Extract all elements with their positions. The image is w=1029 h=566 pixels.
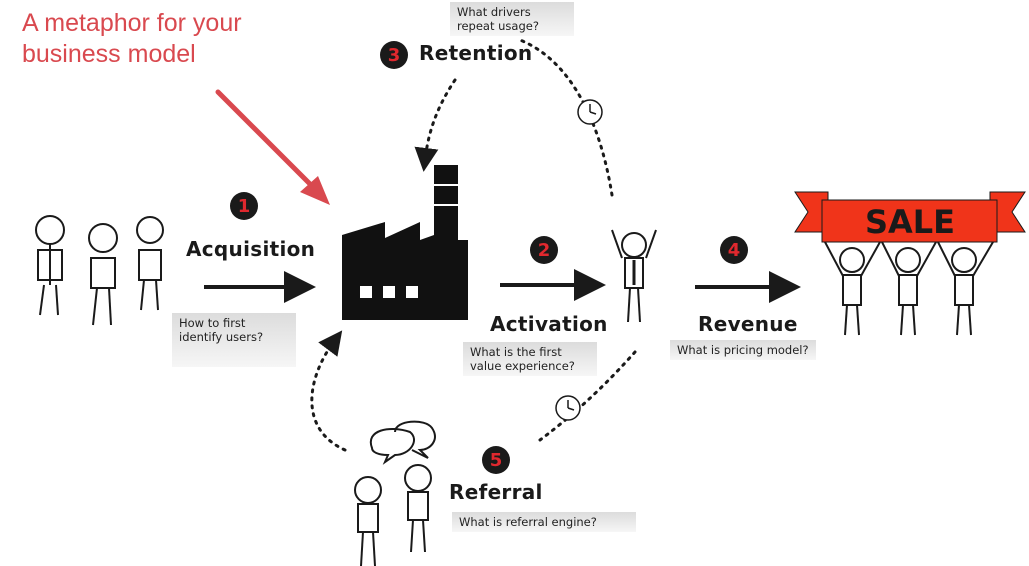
users-group-icon xyxy=(35,215,164,326)
question-box-activation: What is the first value experience? xyxy=(463,342,597,376)
referral-return-path xyxy=(310,330,347,452)
question-box-revenue: What is pricing model? xyxy=(670,340,816,360)
question-text: What is referral engine? xyxy=(459,515,597,529)
stage-badge-5: 5 xyxy=(482,446,510,474)
activated-user-icon xyxy=(611,229,657,323)
stage-badge-1: 1 xyxy=(230,192,258,220)
referral-loop-path xyxy=(538,350,637,442)
question-text: repeat usage? xyxy=(457,19,539,33)
sale-banner-text: SALE xyxy=(865,203,955,241)
headline-line-2: business model xyxy=(22,40,196,68)
retention-loop-path xyxy=(518,38,614,197)
headline-line-1: A metaphor for your xyxy=(22,9,242,37)
stage-label-activation: Activation xyxy=(490,312,608,336)
clock-icon-referral xyxy=(555,395,581,421)
stage-label-retention: Retention xyxy=(419,41,533,65)
sale-banner xyxy=(794,191,1026,243)
question-box-acquisition: How to first identify users? xyxy=(172,313,296,367)
question-text: What is the first xyxy=(470,345,562,359)
question-text: value experience? xyxy=(470,359,575,373)
clock-icon-retention xyxy=(577,99,603,125)
question-text: How to first xyxy=(179,316,246,330)
referral-people-icon xyxy=(354,420,436,566)
stage-label-acquisition: Acquisition xyxy=(186,237,316,261)
stage-badge-4: 4 xyxy=(720,236,748,264)
question-text: identify users? xyxy=(179,330,264,344)
stage-badge-3: 3 xyxy=(380,41,408,69)
stage-label-revenue: Revenue xyxy=(698,312,798,336)
question-box-referral: What is referral engine? xyxy=(452,512,636,532)
headline: A metaphor for your business model xyxy=(22,8,242,70)
red-pointer-arrow xyxy=(215,89,330,205)
question-text: What drivers xyxy=(457,5,531,19)
stage-badge-2: 2 xyxy=(530,236,558,264)
factory-icon xyxy=(342,165,468,320)
customers-group-icon xyxy=(824,241,994,336)
question-box-retention: What drivers repeat usage? xyxy=(450,2,574,36)
question-text: What is pricing model? xyxy=(677,343,809,357)
stage-label-referral: Referral xyxy=(449,480,543,504)
retention-return-path xyxy=(414,78,457,172)
